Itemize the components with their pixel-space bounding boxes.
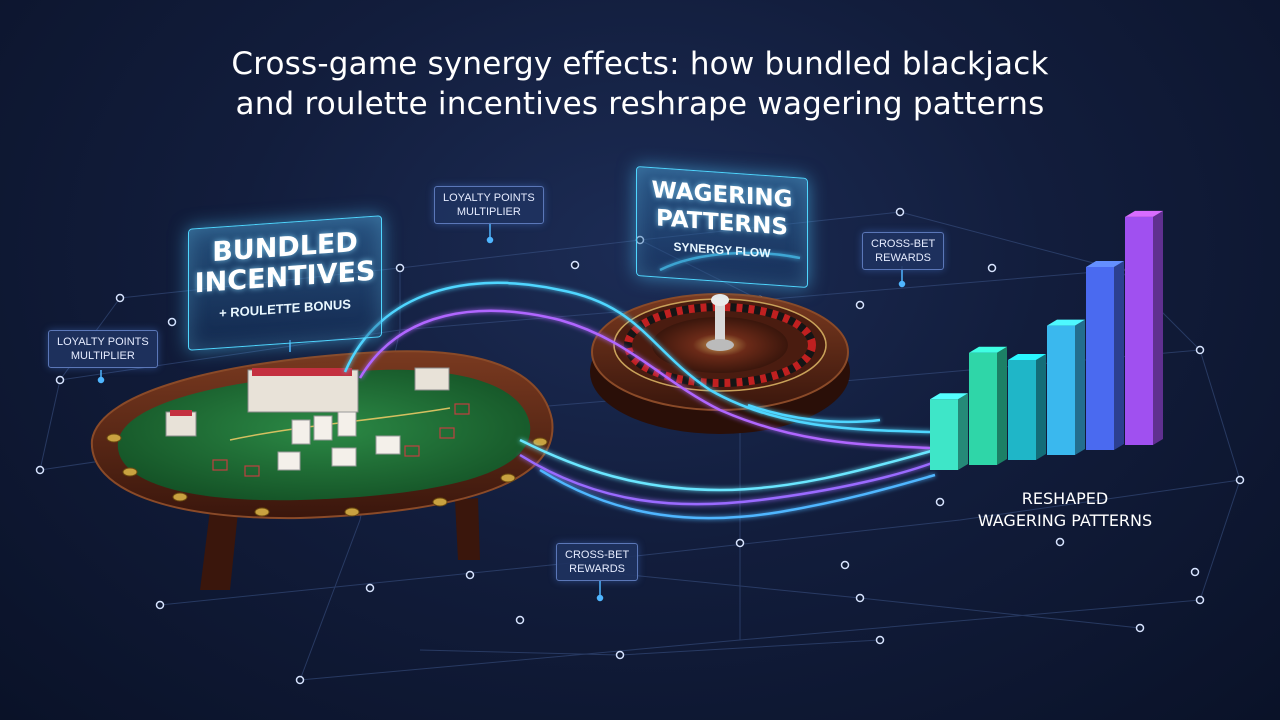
betting-spots [212, 403, 470, 477]
cross-bet-rewards-tag-top: CROSS-BET REWARDS [862, 232, 945, 270]
loyalty-points-tag-left: LOYALTY POINTS MULTIPLIER [48, 330, 158, 368]
bar-front [930, 399, 958, 470]
reshaped-line-2: WAGERING PATTERNS [977, 511, 1153, 530]
wagering-patterns-panel: WAGERING PATTERNS SYNERGY FLOW [636, 165, 808, 289]
bar-top [1008, 353, 1046, 360]
bar-front [969, 352, 997, 465]
page-title: Cross-game synergy effects: how bundled … [0, 44, 1280, 124]
bar-2 [969, 346, 1007, 465]
bar-side [1075, 319, 1085, 455]
tag-pointers [97, 222, 906, 602]
cross-bet-rewards-tag-bottom: CROSS-BET REWARDS [556, 543, 639, 581]
synergy-flow-lines [343, 251, 936, 520]
reshaped-line-1: RESHAPED [1021, 489, 1109, 508]
bar-top [1086, 261, 1124, 267]
grid-nodes [35, 207, 1245, 685]
bar-side [1153, 210, 1163, 445]
bar-side [1036, 353, 1046, 460]
reshaped-wagering-label: RESHAPED WAGERING PATTERNS [935, 488, 1195, 532]
bundled-incentives-panel: BUNDLED INCENTIVES + ROULETTE BONUS [188, 215, 382, 351]
bar-5 [1086, 261, 1124, 450]
roulette-wheel [590, 293, 850, 434]
bar-front [1086, 267, 1114, 450]
blackjack-table [90, 350, 554, 590]
bar-side [1114, 261, 1124, 450]
bar-top [1125, 210, 1163, 217]
bar-top [969, 346, 1007, 353]
dealt-cards [277, 411, 401, 471]
bar-front [1008, 359, 1036, 460]
title-line-1: Cross-game synergy effects: how bundled … [231, 46, 1049, 82]
chip-holders [106, 433, 548, 517]
bar-front [1125, 216, 1153, 445]
bar-4 [1047, 319, 1085, 455]
bar-top [930, 393, 968, 400]
loyalty-points-tag-top: LOYALTY POINTS MULTIPLIER [434, 186, 544, 224]
bar-side [958, 393, 968, 470]
bar-1 [930, 393, 968, 470]
bar-3 [1008, 353, 1046, 460]
wagering-bar-chart [930, 210, 1163, 470]
bar-side [997, 346, 1007, 465]
bar-6 [1125, 210, 1163, 445]
bar-front [1047, 325, 1075, 455]
bundled-line-3: + ROULETTE BONUS [219, 296, 351, 321]
bar-top [1047, 319, 1085, 326]
title-line-2: and roulette incentives reshrape wagerin… [235, 86, 1045, 122]
card-decks [165, 367, 450, 437]
